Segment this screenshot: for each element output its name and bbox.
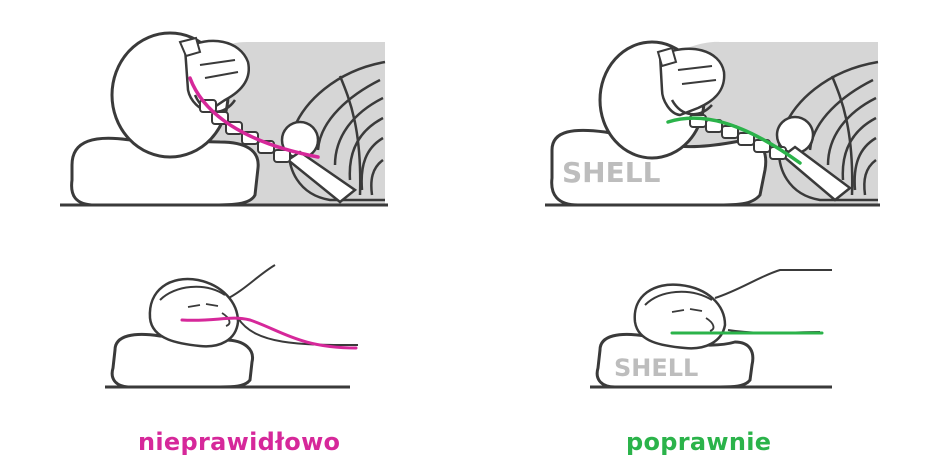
- pillow-plain: [110, 332, 255, 389]
- skeleton-correct: SHELL: [545, 40, 880, 207]
- skull: [598, 40, 726, 160]
- person-correct: SHELL: [590, 269, 832, 389]
- head: [148, 277, 240, 348]
- pillow-brand-text: SHELL: [562, 156, 661, 189]
- spine-curve-correct: [666, 116, 802, 165]
- person-incorrect: [105, 264, 359, 389]
- spine-curve-incorrect: [188, 76, 320, 159]
- label-correct: poprawnie: [626, 428, 772, 456]
- pillow-brand-text: SHELL: [614, 354, 698, 382]
- humerus: [285, 150, 358, 204]
- label-incorrect: nieprawidłowo: [138, 428, 341, 456]
- skull: [110, 31, 251, 159]
- spine-line-incorrect: [180, 316, 358, 350]
- skeleton-incorrect: [60, 31, 388, 207]
- pillow-plain: [70, 136, 260, 207]
- body-outline: [224, 264, 359, 346]
- head: [633, 283, 727, 350]
- body-outline: [714, 269, 832, 334]
